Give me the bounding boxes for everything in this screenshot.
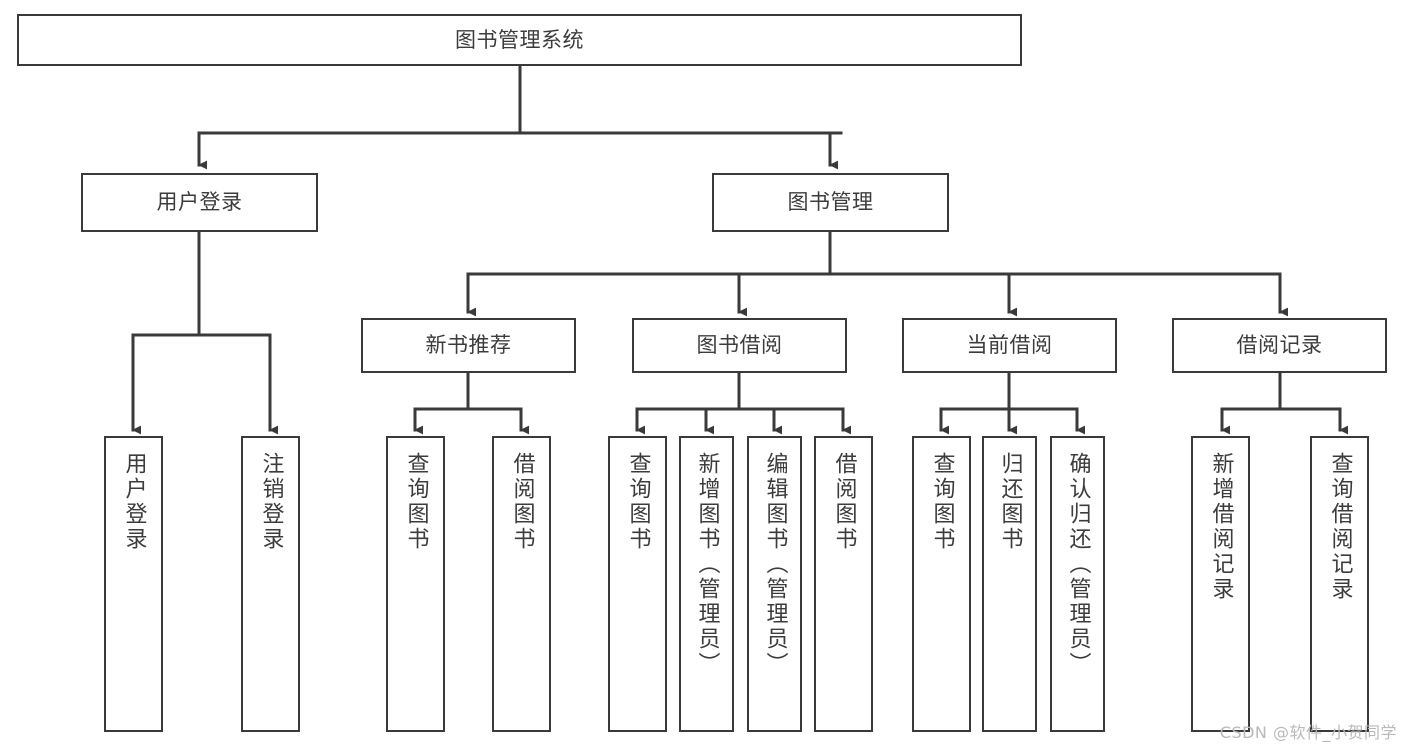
node-leaf-return-book[interactable]: 归还图书 xyxy=(982,436,1037,732)
node-leaf-borrow-book-2[interactable]: 借阅图书 xyxy=(814,436,873,732)
node-leaf-return-book-label: 归还图书 xyxy=(997,452,1023,552)
node-leaf-query-book-2-label: 查询图书 xyxy=(625,452,651,552)
node-leaf-edit-book-admin[interactable]: 编辑图书（管理员） xyxy=(747,436,802,732)
node-leaf-add-book-admin-label: 新增图书（管理员） xyxy=(694,452,720,677)
node-leaf-query-book-3-label: 查询图书 xyxy=(929,452,955,552)
node-leaf-confirm-return-admin-label: 确认归还（管理员） xyxy=(1065,452,1091,677)
node-leaf-edit-book-admin-label: 编辑图书（管理员） xyxy=(762,452,788,677)
node-leaf-add-borrow-record[interactable]: 新增借阅记录 xyxy=(1191,436,1250,732)
node-user-login[interactable]: 用户登录 xyxy=(81,173,318,232)
node-leaf-query-book-1[interactable]: 查询图书 xyxy=(386,436,445,732)
node-leaf-add-borrow-record-label: 新增借阅记录 xyxy=(1208,452,1234,602)
node-leaf-query-book-2[interactable]: 查询图书 xyxy=(608,436,667,732)
node-current-borrow-label: 当前借阅 xyxy=(966,333,1053,358)
node-book-borrow-label: 图书借阅 xyxy=(696,333,783,358)
node-leaf-borrow-book-1-label: 借阅图书 xyxy=(509,452,535,552)
node-book-borrow[interactable]: 图书借阅 xyxy=(632,318,847,373)
node-leaf-logout[interactable]: 注销登录 xyxy=(241,436,300,732)
node-book-management-label: 图书管理 xyxy=(787,190,874,215)
node-leaf-query-book-1-label: 查询图书 xyxy=(403,452,429,552)
node-leaf-query-book-3[interactable]: 查询图书 xyxy=(912,436,971,732)
node-borrow-records[interactable]: 借阅记录 xyxy=(1172,318,1387,373)
node-root[interactable]: 图书管理系统 xyxy=(17,14,1022,66)
node-leaf-query-borrow-record[interactable]: 查询借阅记录 xyxy=(1310,436,1369,732)
node-leaf-query-borrow-record-label: 查询借阅记录 xyxy=(1327,452,1353,602)
node-current-borrow[interactable]: 当前借阅 xyxy=(902,318,1117,373)
node-leaf-user-login-label: 用户登录 xyxy=(121,452,147,552)
node-new-book-recommend[interactable]: 新书推荐 xyxy=(361,318,576,373)
node-root-label: 图书管理系统 xyxy=(455,27,584,52)
node-leaf-borrow-book-2-label: 借阅图书 xyxy=(831,452,857,552)
node-book-management[interactable]: 图书管理 xyxy=(712,173,949,232)
node-leaf-user-login[interactable]: 用户登录 xyxy=(104,436,163,732)
node-leaf-confirm-return-admin[interactable]: 确认归还（管理员） xyxy=(1050,436,1105,732)
node-borrow-records-label: 借阅记录 xyxy=(1236,333,1323,358)
watermark-text: CSDN @软件_小贺同学 xyxy=(1219,723,1397,742)
node-leaf-logout-label: 注销登录 xyxy=(258,452,284,552)
node-new-book-recommend-label: 新书推荐 xyxy=(425,333,512,358)
node-leaf-add-book-admin[interactable]: 新增图书（管理员） xyxy=(679,436,734,732)
node-leaf-borrow-book-1[interactable]: 借阅图书 xyxy=(492,436,551,732)
node-user-login-label: 用户登录 xyxy=(156,190,243,215)
